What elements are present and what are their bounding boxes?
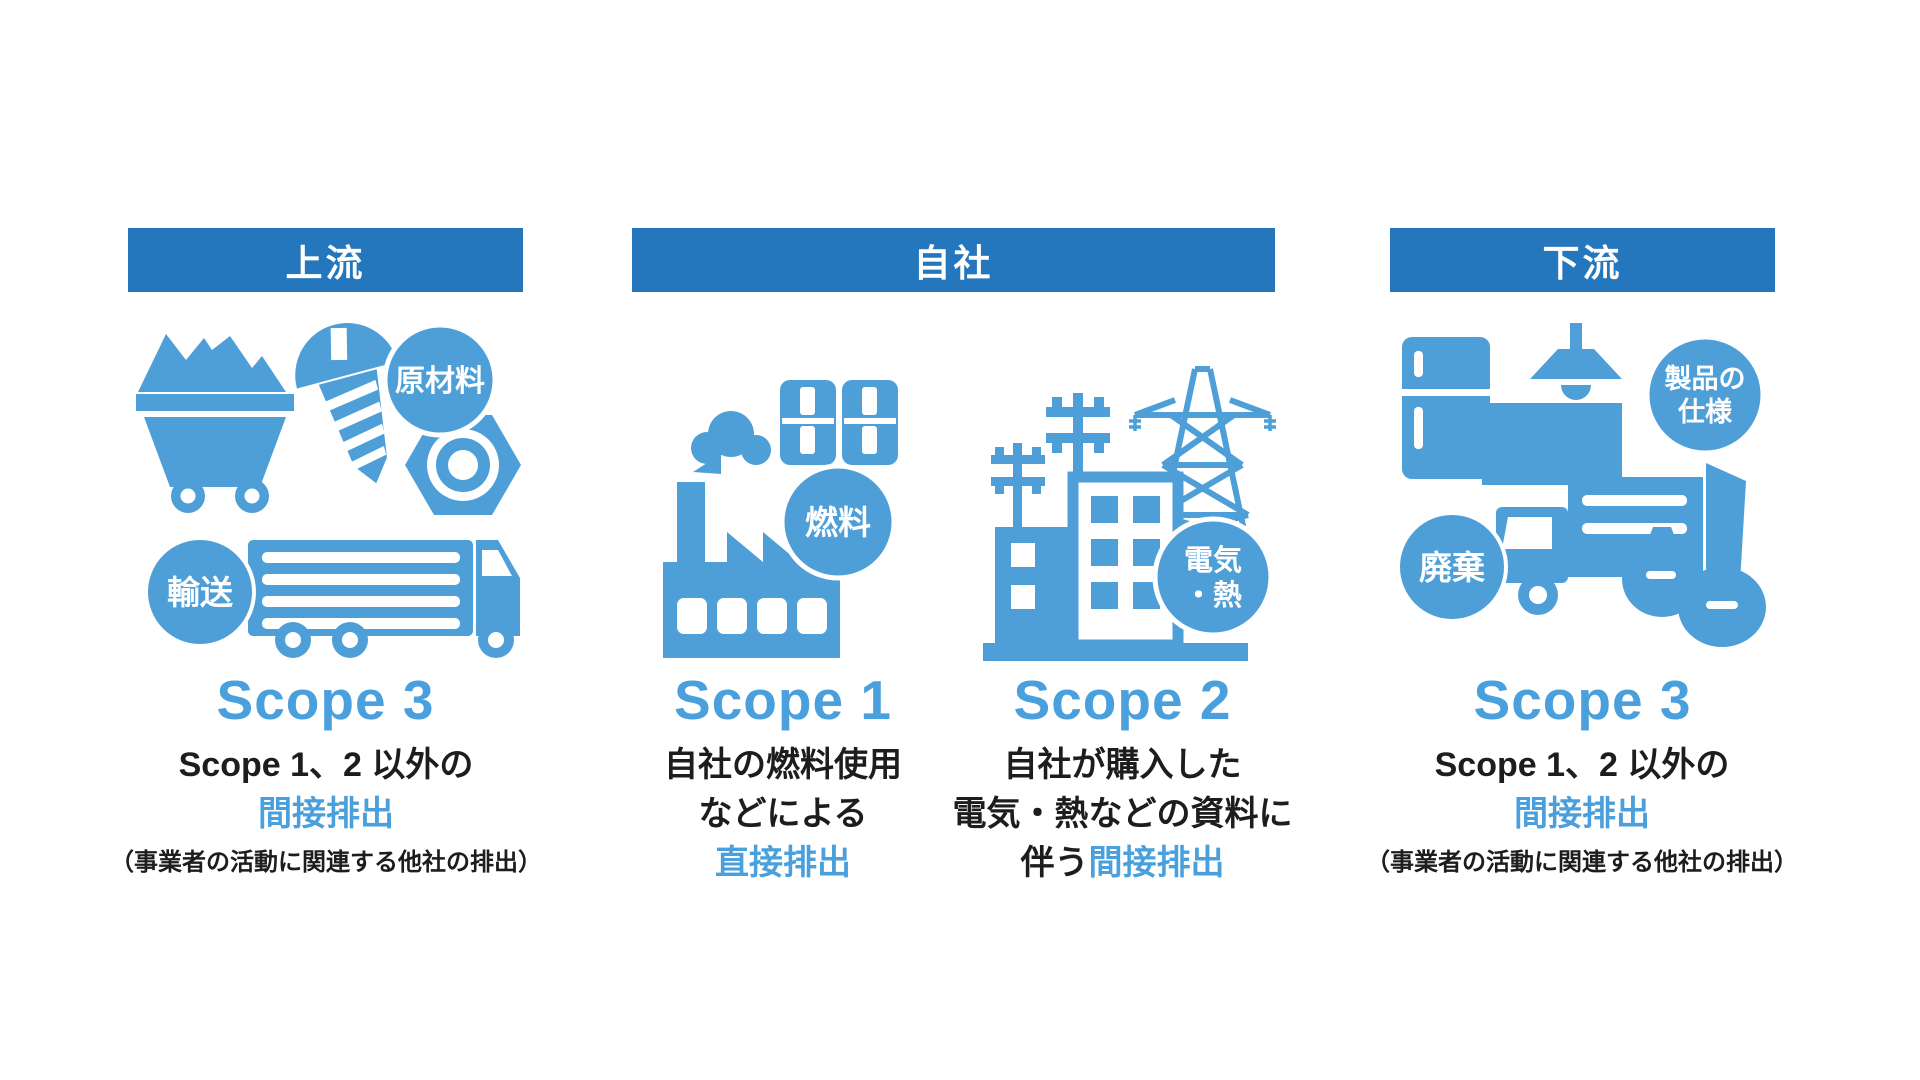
product-use-badge: 製品の 仕様	[1644, 334, 1766, 456]
scope2-desc-line1: 自社が購入した	[1003, 746, 1242, 784]
upstream-icons: 原材料 輸送	[136, 322, 521, 658]
disposal-badge: 廃棄	[1396, 511, 1508, 623]
fuel-badge: 燃料	[779, 463, 897, 581]
scope1-desc-line3: 直接排出	[715, 844, 851, 882]
downstream-scope-title: Scope 3	[1473, 669, 1692, 731]
upstream-header-bar: 上流	[128, 228, 523, 292]
transport-badge: 輸送	[144, 536, 256, 648]
scope2-title: Scope 2	[1013, 669, 1232, 731]
scope1-icons: 燃料	[663, 380, 898, 658]
downstream-header-bar: 下流	[1390, 228, 1775, 292]
downstream-desc-line2: 間接排出	[1514, 795, 1650, 833]
screw-icon	[295, 323, 398, 484]
scope2-desc-line2: 電気・熱などの資料に	[952, 795, 1293, 833]
lamp-icon	[1530, 323, 1622, 400]
upstream-scope-title: Scope 3	[216, 669, 435, 731]
transport-badge-label: 輸送	[167, 574, 233, 611]
scope2-desc-line3: 伴う間接排出	[950, 846, 1295, 880]
product-use-badge-label-line1: 製品の	[1665, 364, 1746, 394]
upstream-desc-line2: 間接排出	[258, 795, 394, 833]
transmission-tower-icon	[1129, 366, 1276, 542]
smoke-icon	[691, 411, 771, 474]
scope2-icons: 電気 ・熱	[983, 366, 1276, 661]
refrigerator-icon	[1402, 337, 1490, 479]
truck-icon	[248, 540, 520, 658]
factory-icon	[663, 482, 840, 658]
utility-pole-icon	[991, 443, 1045, 543]
fuel-barrels-icon	[780, 380, 898, 465]
scope2-desc-line3-accent: 間接排出	[1088, 844, 1225, 882]
electricity-heat-badge-label-line2: ・熱	[1184, 579, 1242, 612]
downstream-desc-line3: （事業者の活動に関連する他社の排出）	[1366, 849, 1798, 876]
garbage-bags-icon	[1622, 527, 1766, 647]
downstream-desc-line1: Scope 1、2 以外の	[1434, 746, 1730, 784]
product-use-badge-label-line2: 仕様	[1677, 397, 1733, 427]
scope2-desc-line3-prefix: 伴う	[1020, 844, 1089, 882]
mine-cart-icon	[136, 334, 294, 513]
downstream-icons: 製品の 仕様 廃棄	[1396, 323, 1766, 647]
upstream-desc-line1: Scope 1、2 以外の	[178, 746, 474, 784]
raw-materials-badge-label: 原材料	[395, 365, 485, 398]
scope1-title: Scope 1	[674, 669, 892, 731]
nut-icon	[405, 415, 521, 515]
company-header-bar: 自社	[632, 228, 1275, 292]
electricity-heat-badge-label-line1: 電気	[1184, 544, 1242, 577]
disposal-badge-label: 廃棄	[1419, 549, 1485, 586]
electricity-heat-badge: 電気 ・熱	[1152, 516, 1274, 638]
scope1-desc-line2: などによる	[698, 795, 868, 833]
fuel-badge-label: 燃料	[805, 504, 871, 541]
utility-pole-icon	[1046, 393, 1110, 485]
raw-materials-badge: 原材料	[382, 322, 498, 438]
upstream-desc-line3: （事業者の活動に関連する他社の排出）	[110, 849, 542, 876]
scope1-desc-line1: 自社の燃料使用	[664, 746, 902, 784]
